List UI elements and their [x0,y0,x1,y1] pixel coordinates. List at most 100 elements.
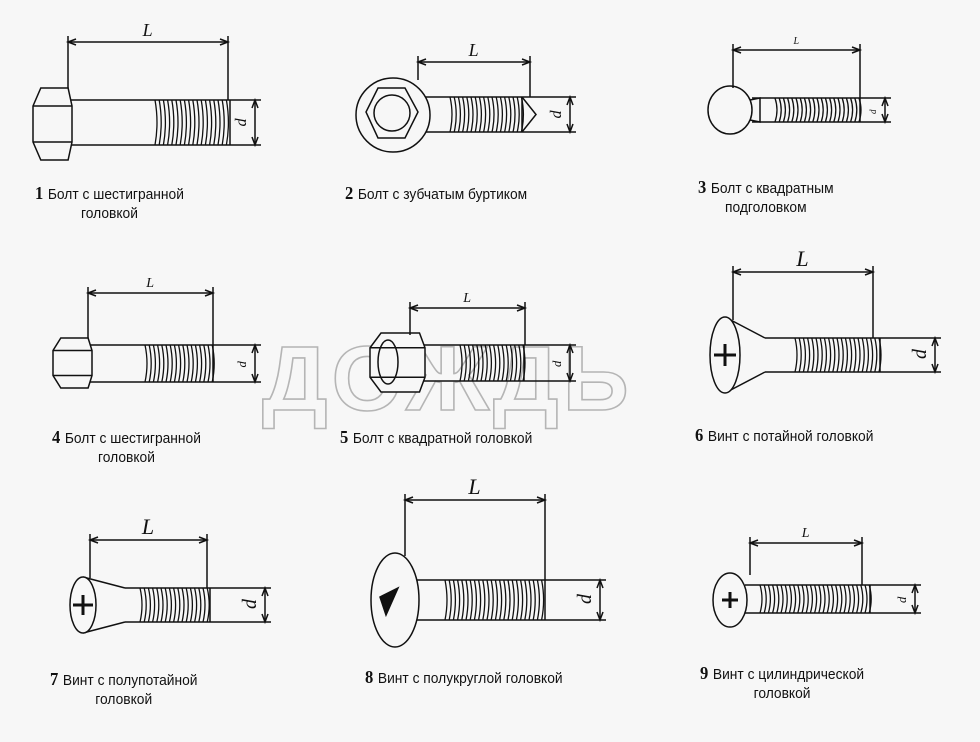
caption-text-line2: подголовком [724,199,807,216]
thread-line [807,97,812,123]
thread-line [540,579,545,621]
thread-line [858,97,862,123]
thread-line [532,579,536,621]
phillips-slot-icon [722,592,738,608]
thread-line [143,587,147,623]
arrow-icon [521,58,533,66]
item-number: 8 [365,667,374,687]
arrow-icon [851,46,863,54]
arrow-icon [931,363,939,375]
thread-line [767,584,772,614]
thread-line [211,344,215,383]
thread-line [213,99,217,146]
thread-line [156,587,160,623]
thread-line [148,344,152,383]
thread-line [463,344,467,382]
arrow-icon [415,58,427,66]
thread-line [503,579,507,621]
diameter-label: d [235,361,249,368]
thread-line [813,584,818,614]
caption-text-line2: головкой [753,685,811,702]
caption-text: Винт с полукруглой головкой [377,670,563,687]
thread-line [803,97,808,123]
thread-line [177,344,182,383]
thread-line [792,584,797,614]
thread-line [830,584,835,614]
thread-line [771,584,776,614]
bolt-tip [521,96,537,133]
thread-line [851,584,856,614]
thread-line [501,344,505,382]
thread-line [797,584,801,614]
item-number: 2 [345,183,354,203]
thread-line [820,97,824,123]
thread-line [484,344,488,382]
thread-line [864,584,868,614]
diameter-label: d [909,349,931,359]
thread-line [759,584,763,614]
thread-line [834,584,839,614]
arrow-icon [261,585,269,597]
arrow-icon [87,536,99,544]
thread-line [488,344,493,382]
thread-line [187,99,192,146]
length-label: L [468,40,479,60]
arrow-icon [730,268,742,276]
thread-line [798,337,802,373]
mushroom-head [707,85,753,135]
fastener-8: Ld [370,474,606,648]
thread-line [144,344,148,383]
thread-line [225,99,230,146]
thread-line [513,344,518,382]
thread-line [855,584,860,614]
caption-text: Винт с цилиндрической [712,666,865,683]
arrow-icon [596,611,604,623]
thread-line [869,337,874,373]
thread-line [152,344,157,383]
thread-line [844,337,849,373]
thread-line [200,99,204,146]
thread-line [203,344,207,383]
square-head-face [377,339,399,385]
slot-icon [379,586,400,618]
thread-line [794,337,798,373]
item-number: 9 [700,663,709,683]
arrow-icon [881,95,889,107]
thread-line [456,579,461,621]
thread-line [816,97,820,123]
thread-line [492,344,497,382]
thread-line [471,344,476,382]
arrow-icon [566,94,574,106]
thread-line [528,579,532,621]
fastener-4: Ld [52,276,261,389]
thread-line [878,337,882,373]
thread-line [848,337,853,373]
thread-line [204,99,209,146]
diameter-label: d [574,594,596,604]
diameter-label: d [550,360,564,367]
thread-line [457,96,462,133]
thread-line [470,96,474,133]
thread-line [487,96,491,133]
thread-line [192,99,196,146]
thread-line [522,344,526,382]
thread-line [854,97,858,123]
thread-line [465,579,469,621]
thread-line [828,97,833,123]
thread-line [791,97,795,123]
item-number: 5 [340,427,349,447]
thread-line [181,587,185,623]
caption-text: Болт с шестигранной [64,430,201,447]
watermark: ДОЖДЬ [262,328,633,430]
thread-line [819,337,823,373]
fastener-3: Ld [707,36,891,135]
thread-line [495,96,499,133]
thread-line [491,96,495,133]
thread-line [524,579,528,621]
thread-line [511,579,515,621]
thread-line [503,96,508,133]
thread-line [847,584,851,614]
thread-line [206,587,210,623]
